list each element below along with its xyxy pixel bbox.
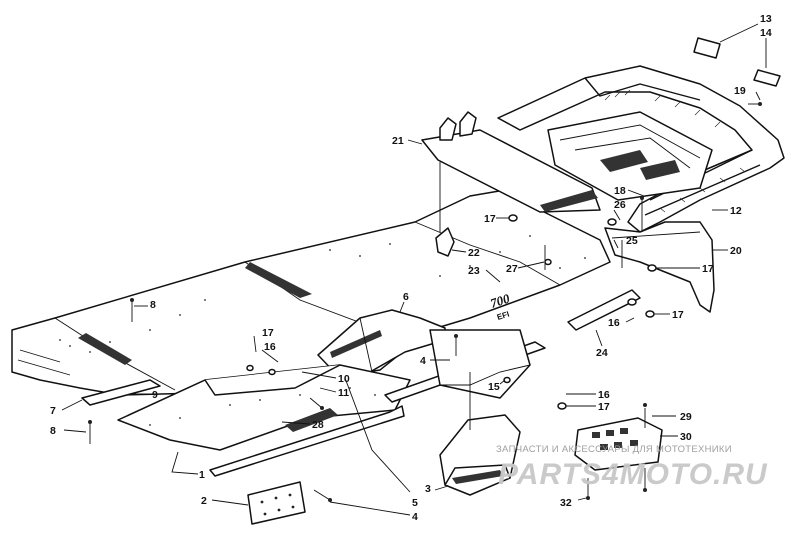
rod-part-24 (567, 289, 641, 331)
callout-4-upper: 4 (420, 355, 426, 367)
callout-22: 22 (468, 247, 480, 259)
callout-17-rod: 17 (672, 309, 684, 321)
rear-tunnel-extension (429, 329, 531, 399)
callout-19: 19 (734, 85, 746, 97)
rear-flap-part-20 (604, 221, 715, 313)
callout-13: 13 (760, 13, 772, 25)
callout-2: 2 (201, 495, 207, 507)
seat-base-part-21 (421, 111, 601, 213)
callout-12: 12 (730, 205, 742, 217)
callout-28: 28 (312, 419, 324, 431)
running-board-rail-left (209, 405, 405, 477)
tunnel-top-panel (11, 189, 611, 396)
fasteners (88, 102, 762, 502)
callout-9: 9 (152, 389, 158, 401)
mounting-bar-part-7 (81, 379, 161, 406)
emblem-sub-text: EFI (496, 309, 511, 321)
watermark: ЗАПЧАСТИ И АКСЕССУАРЫ ДЛЯ МОТОТЕХНИКИ PA… (496, 444, 768, 491)
callout-16-right: 16 (598, 389, 610, 401)
callout-7: 7 (50, 405, 56, 417)
callout-5: 5 (412, 497, 418, 509)
alignment-lines (344, 162, 546, 493)
reflector-part-22 (435, 227, 455, 257)
callout-labels: 1 2 3 4 4 5 6 7 8 8 9 10 11 (50, 13, 772, 523)
callout-17-left: 17 (262, 327, 274, 339)
watermark-tagline: ЗАПЧАСТИ И АКСЕССУАРЫ ДЛЯ МОТОТЕХНИКИ (496, 444, 732, 455)
callout-25: 25 (626, 235, 638, 247)
callout-32: 32 (560, 497, 572, 509)
callout-20: 20 (730, 245, 742, 257)
callout-27: 27 (506, 263, 518, 275)
callout-16-left: 16 (264, 341, 276, 353)
plate-part-2 (247, 481, 306, 525)
callout-16-rod: 16 (608, 317, 620, 329)
callout-8-lower: 8 (50, 425, 56, 437)
callout-30: 30 (680, 431, 692, 443)
callout-1: 1 (199, 469, 205, 481)
callout-17-flap: 17 (702, 263, 714, 275)
callout-21: 21 (392, 135, 404, 147)
callout-17-seat: 17 (484, 213, 496, 225)
watermark-brand: PARTS4MOTO.RU (498, 458, 768, 491)
callout-24: 24 (596, 347, 608, 359)
tail-storage-box (547, 111, 713, 201)
emblem-main-text: 700 (488, 290, 512, 310)
decal-part-14 (753, 69, 781, 87)
callout-26: 26 (614, 199, 626, 211)
callout-18: 18 (614, 185, 626, 197)
model-emblem: 700 EFI (488, 290, 512, 321)
callout-29: 29 (680, 411, 692, 423)
callout-17-right: 17 (598, 401, 610, 413)
callout-4-lower: 4 (412, 511, 418, 523)
decal-part-13 (693, 37, 721, 59)
step-block-part-30 (574, 417, 663, 471)
bracket-part-3 (439, 414, 521, 496)
callout-23: 23 (468, 265, 480, 277)
callout-15: 15 (488, 381, 500, 393)
callout-3: 3 (425, 483, 431, 495)
callout-8-upper: 8 (150, 299, 156, 311)
callout-10: 10 (338, 373, 350, 385)
callout-14: 14 (760, 27, 772, 39)
callout-11: 11 (338, 387, 349, 399)
callout-6: 6 (403, 291, 409, 303)
